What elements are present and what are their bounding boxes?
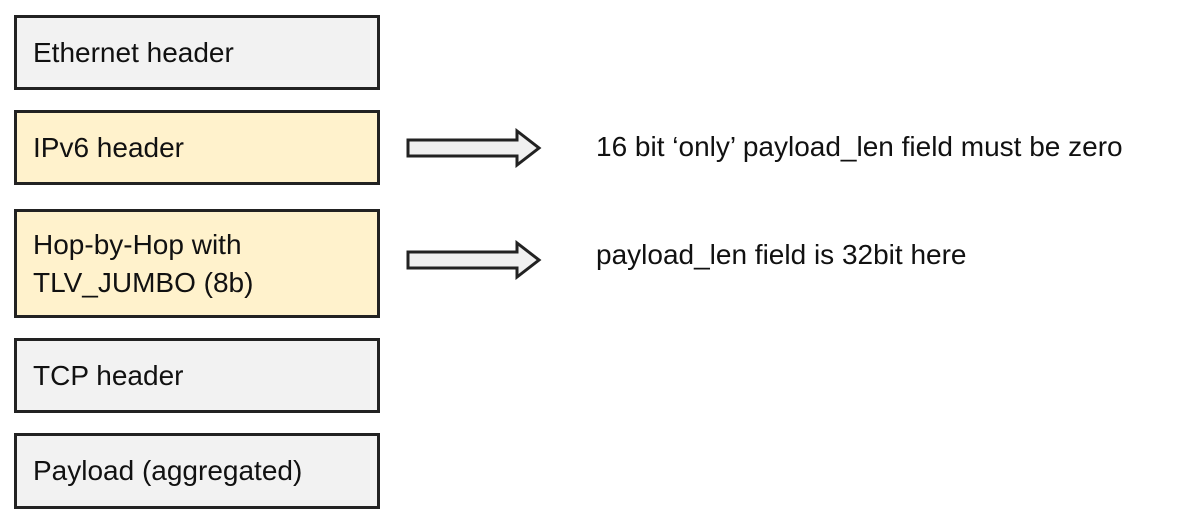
right-arrow-icon xyxy=(406,240,542,280)
right-arrow-icon xyxy=(406,128,542,168)
tcp-header-box: TCP header xyxy=(14,338,380,413)
ipv6-payload-len-note: 16 bit ‘only’ payload_len field must be … xyxy=(596,131,1123,162)
hop-by-hop-header-box: Hop-by-Hop with TLV_JUMBO (8b) xyxy=(14,209,380,318)
payload-box: Payload (aggregated) xyxy=(14,433,380,509)
hop-by-hop-payload-len-note: payload_len field is 32bit here xyxy=(596,239,967,270)
hop-by-hop-label: Hop-by-Hop with TLV_JUMBO (8b) xyxy=(33,226,253,302)
hop-by-hop-label-line1: Hop-by-Hop with xyxy=(33,228,242,260)
hop-by-hop-label-line2: TLV_JUMBO (8b) xyxy=(33,266,254,298)
tcp-header-label: TCP header xyxy=(33,359,184,391)
payload-label: Payload (aggregated) xyxy=(33,455,303,486)
ipv6-header-label: IPv6 header xyxy=(33,131,184,163)
ethernet-header-label: Ethernet header xyxy=(33,36,234,68)
ethernet-header-box: Ethernet header xyxy=(14,15,380,90)
ipv6-header-box: IPv6 header xyxy=(14,110,380,185)
